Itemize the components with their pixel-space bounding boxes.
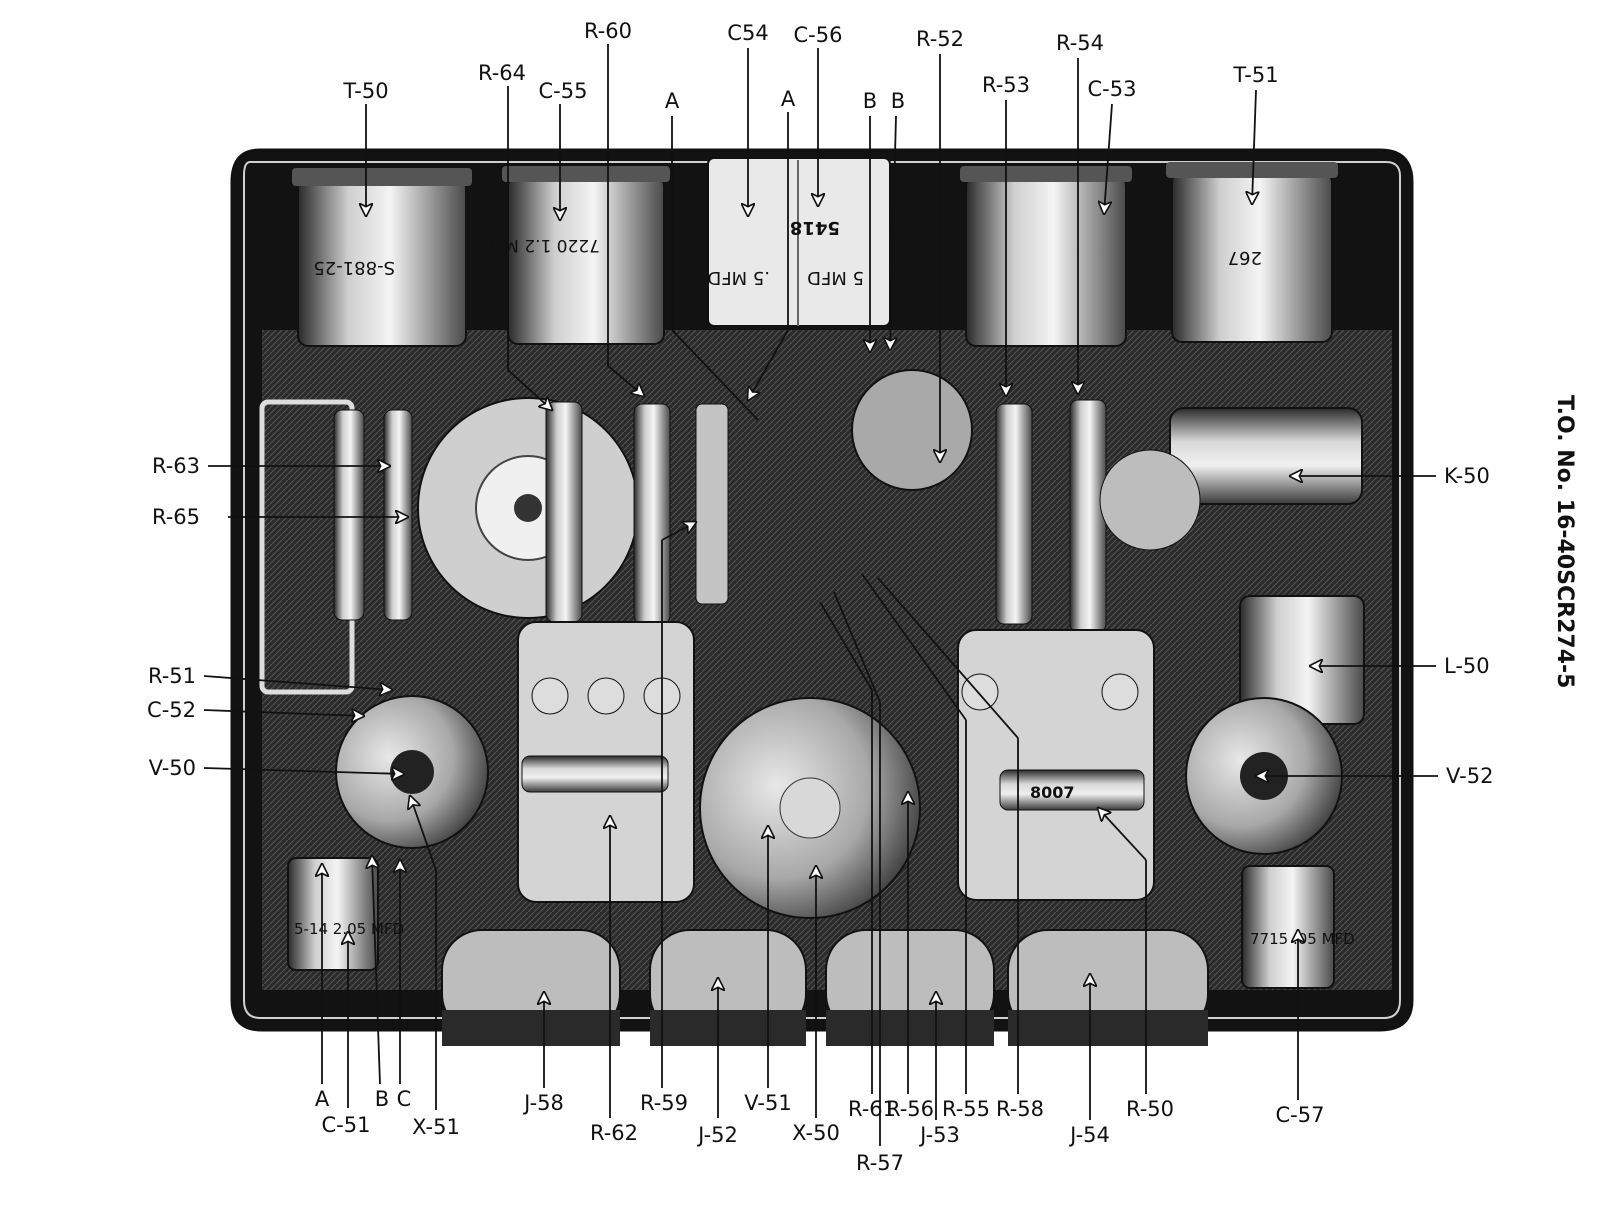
label-t50: T-50 (342, 79, 388, 103)
label-r53: R-53 (982, 73, 1030, 97)
c54-marking: .5 MFD (707, 267, 770, 288)
label-v52: V-52 (1446, 764, 1493, 788)
label-b-top-1: B (863, 89, 877, 113)
label-r57: R-57 (856, 1151, 904, 1175)
label-a-top-2: A (781, 87, 796, 111)
capacitor-c55: 7220 1.2 MFD (481, 166, 670, 345)
label-x50: X-50 (792, 1121, 840, 1145)
label-r63: R-63 (152, 454, 200, 478)
callout-labels: T-50 R-64 R-60 C-55 A C54 C-56 A B B R-5… (147, 19, 1493, 1175)
label-r65: R-65 (152, 505, 200, 529)
t50-marking: S-881-25 (313, 257, 395, 278)
c55-marking: 7220 1.2 MFD (481, 235, 600, 255)
label-r64: R-64 (478, 61, 526, 85)
c51-marking: 5-14 2.05 MFD (294, 920, 404, 938)
label-j54: J-54 (1068, 1123, 1110, 1147)
r50-marking: 8007 (1030, 783, 1075, 802)
label-r61: R-61 (848, 1097, 896, 1121)
label-c-bottom: C (397, 1087, 412, 1111)
label-b-bottom: B (375, 1087, 389, 1111)
c56-code: 5418 (790, 217, 840, 238)
label-j58: J-58 (522, 1091, 564, 1115)
label-r52: R-52 (916, 27, 964, 51)
label-j53: J-53 (918, 1123, 960, 1147)
label-c55: C-55 (539, 79, 588, 103)
label-v50: V-50 (149, 756, 196, 780)
label-t51: T-51 (1232, 63, 1278, 87)
label-c56: C-56 (794, 23, 843, 47)
label-c53: C-53 (1088, 77, 1137, 101)
label-a-bottom: A (315, 1087, 330, 1111)
label-c57: C-57 (1276, 1103, 1325, 1127)
side-caption: T.O. No. 16-40SCR274-5 (1552, 395, 1577, 688)
chassis-photo: S-881-25 7220 1.2 MFD .5 MFD 5 MFD 5418 … (230, 148, 1414, 1046)
label-r50: R-50 (1126, 1097, 1174, 1121)
label-r54: R-54 (1056, 31, 1104, 55)
label-r62: R-62 (590, 1121, 638, 1145)
label-v51: V-51 (744, 1091, 791, 1115)
label-r58: R-58 (996, 1097, 1044, 1121)
label-b-top-2: B (891, 89, 905, 113)
c57-marking: 7715 .05 MFD (1250, 930, 1355, 948)
label-a-top-1: A (665, 89, 680, 113)
t51-marking: 267 (1228, 247, 1262, 268)
label-k50: K-50 (1444, 464, 1490, 488)
transformer-t51: 267 (1166, 162, 1338, 343)
capacitor-c54-c56: .5 MFD 5 MFD 5418 (707, 157, 891, 327)
label-c52: C-52 (147, 698, 196, 722)
label-r56: R-56 (886, 1097, 934, 1121)
label-c54: C54 (727, 21, 768, 45)
label-c51: C-51 (322, 1113, 371, 1137)
label-r60: R-60 (584, 19, 632, 43)
transformer-t50: S-881-25 (292, 168, 472, 347)
label-j52: J-52 (696, 1123, 738, 1147)
label-r55: R-55 (942, 1097, 990, 1121)
c56-marking: 5 MFD (807, 267, 864, 288)
label-x51: X-51 (412, 1115, 460, 1139)
label-r51: R-51 (148, 664, 196, 688)
label-r59: R-59 (640, 1091, 688, 1115)
label-l50: L-50 (1444, 654, 1490, 678)
callout-leaders (203, 44, 1438, 1146)
